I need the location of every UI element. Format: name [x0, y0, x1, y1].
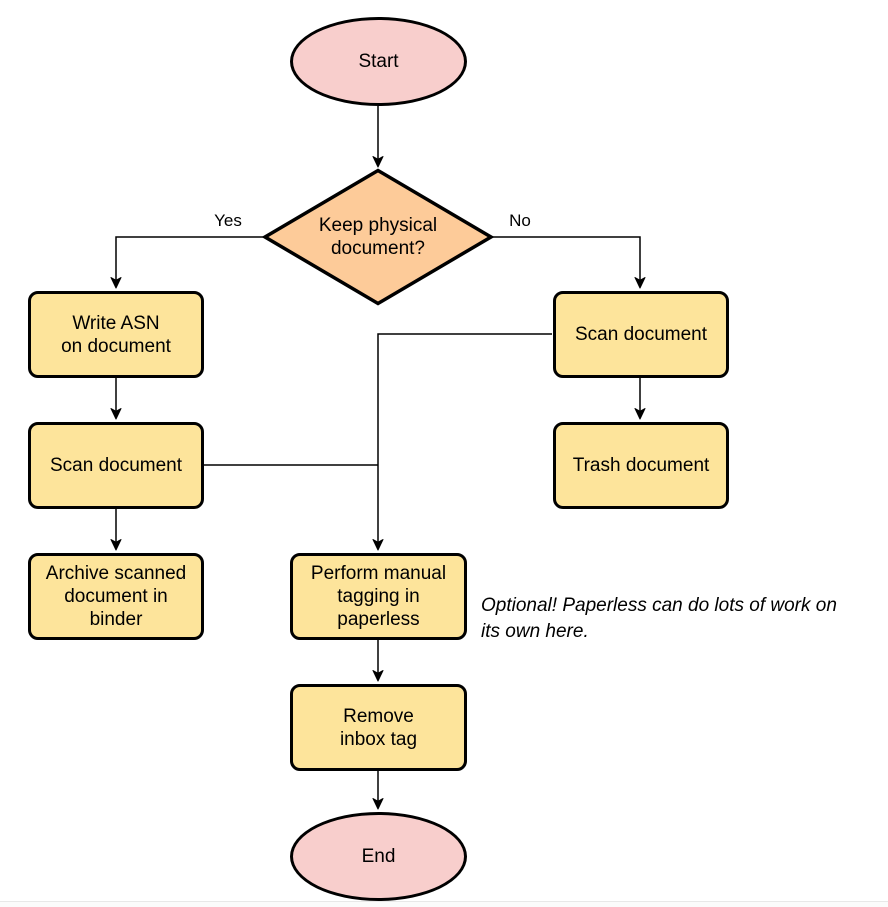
- trash-document-node: Trash document: [553, 422, 729, 509]
- scan-document-right-node: Scan document: [553, 291, 729, 378]
- end-node: End: [290, 812, 467, 901]
- remove-inbox-tag-node-label: Remove inbox tag: [339, 705, 418, 750]
- edge-decision-no-to-scan-right: [490, 236, 646, 289]
- archive-node: Archive scanned document in binder: [28, 553, 204, 640]
- start-node-label: Start: [358, 51, 399, 72]
- scan-document-left-node: Scan document: [28, 422, 204, 509]
- remove-inbox-tag-node: Remove inbox tag: [290, 684, 467, 771]
- archive-node-label: Archive scanned document in binder: [45, 563, 187, 630]
- scan-document-right-node-label: Scan document: [574, 324, 708, 345]
- write-asn-node-label: Write ASN on document: [61, 312, 171, 357]
- decision-node: Keep physical document?: [288, 214, 468, 260]
- page-bottom-divider: [0, 901, 888, 907]
- end-node-label: End: [361, 846, 396, 867]
- start-node: Start: [290, 17, 467, 106]
- decision-node-label: Keep physical document?: [318, 215, 438, 259]
- edge-decision-yes-to-write-asn: [110, 236, 266, 289]
- manual-tagging-node: Perform manual tagging in paperless: [290, 553, 467, 640]
- write-asn-node: Write ASN on document: [28, 291, 204, 378]
- edge-scan-right-to-tagging: [372, 333, 552, 551]
- edge-label-no: No: [509, 211, 531, 230]
- trash-document-node-label: Trash document: [572, 455, 710, 476]
- optional-note: Optional! Paperless can do lots of work …: [481, 595, 837, 642]
- edge-label-yes: Yes: [214, 211, 242, 230]
- scan-document-left-node-label: Scan document: [49, 455, 183, 476]
- manual-tagging-node-label: Perform manual tagging in paperless: [310, 563, 447, 630]
